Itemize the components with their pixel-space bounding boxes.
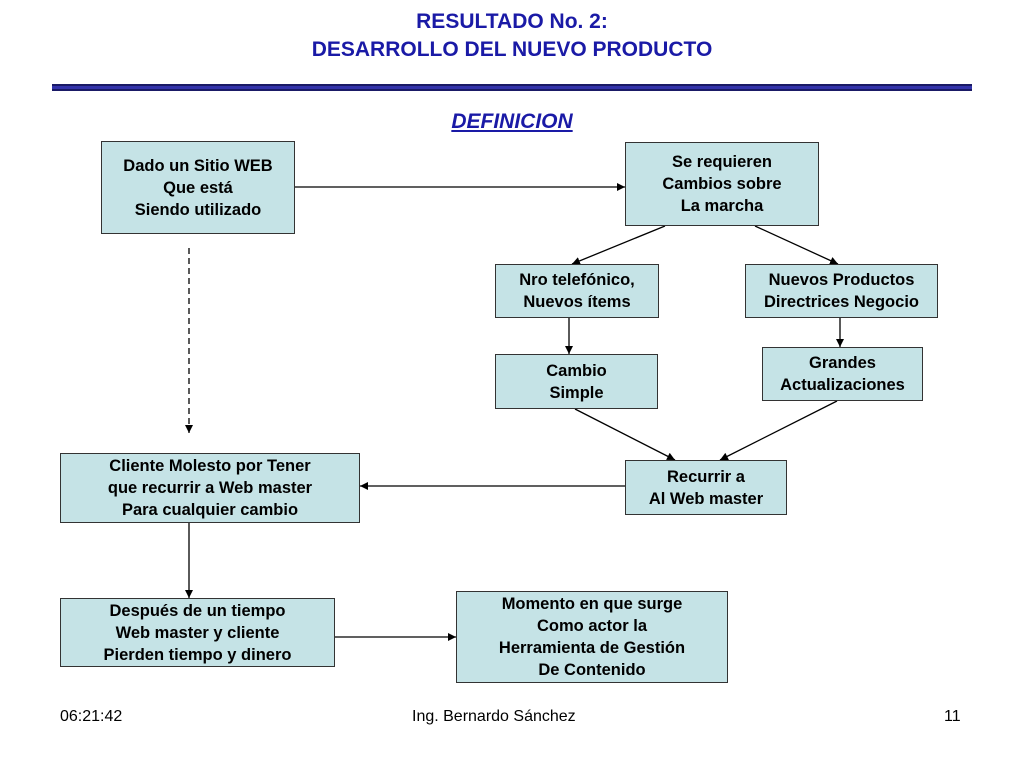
box-telefono: Nro telefónico, Nuevos ítems (495, 264, 659, 318)
title-line-2: DESARROLLO DEL NUEVO PRODUCTO (311, 38, 713, 61)
box-webmaster-line: Al Web master (648, 489, 764, 508)
box-sitio-web: Dado un Sitio WEB Que está Siendo utiliz… (101, 141, 295, 234)
box-momento-line: Como actor la (536, 617, 648, 635)
box-productos-line: Nuevos Productos (768, 271, 915, 289)
box-cliente: Cliente Molesto por Tener que recurrir a… (60, 453, 360, 523)
box-sitio-web-line: Dado un Sitio WEB (123, 156, 273, 175)
subtitle-text: DEFINICION (451, 110, 573, 133)
box-cliente-line: Para cualquier cambio (121, 501, 299, 519)
box-actualizaciones: Grandes Actualizaciones (762, 347, 923, 401)
box-momento: Momento en que surge Como actor la Herra… (456, 591, 728, 683)
arrow-cambio-simple-to-webmaster (574, 408, 676, 461)
subtitle: DEFINICION (0, 110, 1024, 134)
box-sitio-web-line: Que está (163, 178, 233, 197)
footer-page-number: 11 (944, 708, 961, 725)
title-divider (52, 84, 972, 91)
box-cambio-simple-line: Simple (549, 383, 604, 402)
arrow-cambios-to-telefono (571, 225, 666, 265)
box-cambios-line: Cambios sobre (662, 175, 782, 193)
arrow-cambios-to-productos (754, 225, 839, 265)
box-webmaster-line: Recurrir a (667, 467, 745, 486)
box-actualizaciones-line: Actualizaciones (780, 376, 905, 394)
box-cambios: Se requieren Cambios sobre La marcha (625, 142, 819, 226)
box-cambio-simple-line: Cambio (546, 361, 607, 380)
box-sitio-web-line: Siendo utilizado (134, 200, 262, 219)
box-despues: Después de un tiempo Web master y client… (60, 598, 335, 667)
box-webmaster: Recurrir a Al Web master (625, 460, 787, 515)
box-telefono-line: Nuevos ítems (523, 293, 631, 311)
arrow-actualizaciones-to-webmaster (719, 400, 838, 461)
box-actualizaciones-line: Grandes (809, 354, 876, 372)
box-telefono-line: Nro telefónico, (519, 271, 635, 289)
box-cambios-line: La marcha (680, 197, 764, 215)
box-productos: Nuevos Productos Directrices Negocio (745, 264, 938, 318)
box-cliente-line: que recurrir a Web master (107, 479, 313, 497)
footer-time: 06:21:42 (60, 708, 123, 725)
box-despues-line: Pierden tiempo y dinero (103, 645, 292, 664)
box-momento-line: Herramienta de Gestión (498, 639, 686, 657)
box-cliente-line: Cliente Molesto por Tener (109, 457, 311, 475)
box-productos-line: Directrices Negocio (764, 293, 919, 311)
footer-author: Ing. Bernardo Sánchez (412, 708, 576, 725)
title-line-1: RESULTADO No. 2: (416, 10, 608, 33)
box-despues-line: Después de un tiempo (109, 601, 286, 620)
slide-title: RESULTADO No. 2: DESARROLLO DEL NUEVO PR… (0, 8, 1024, 64)
box-despues-line: Web master y cliente (115, 623, 280, 642)
box-momento-line: De Contenido (538, 661, 646, 679)
box-cambios-line: Se requieren (672, 153, 772, 171)
box-momento-line: Momento en que surge (501, 595, 683, 613)
box-cambio-simple: Cambio Simple (495, 354, 658, 409)
